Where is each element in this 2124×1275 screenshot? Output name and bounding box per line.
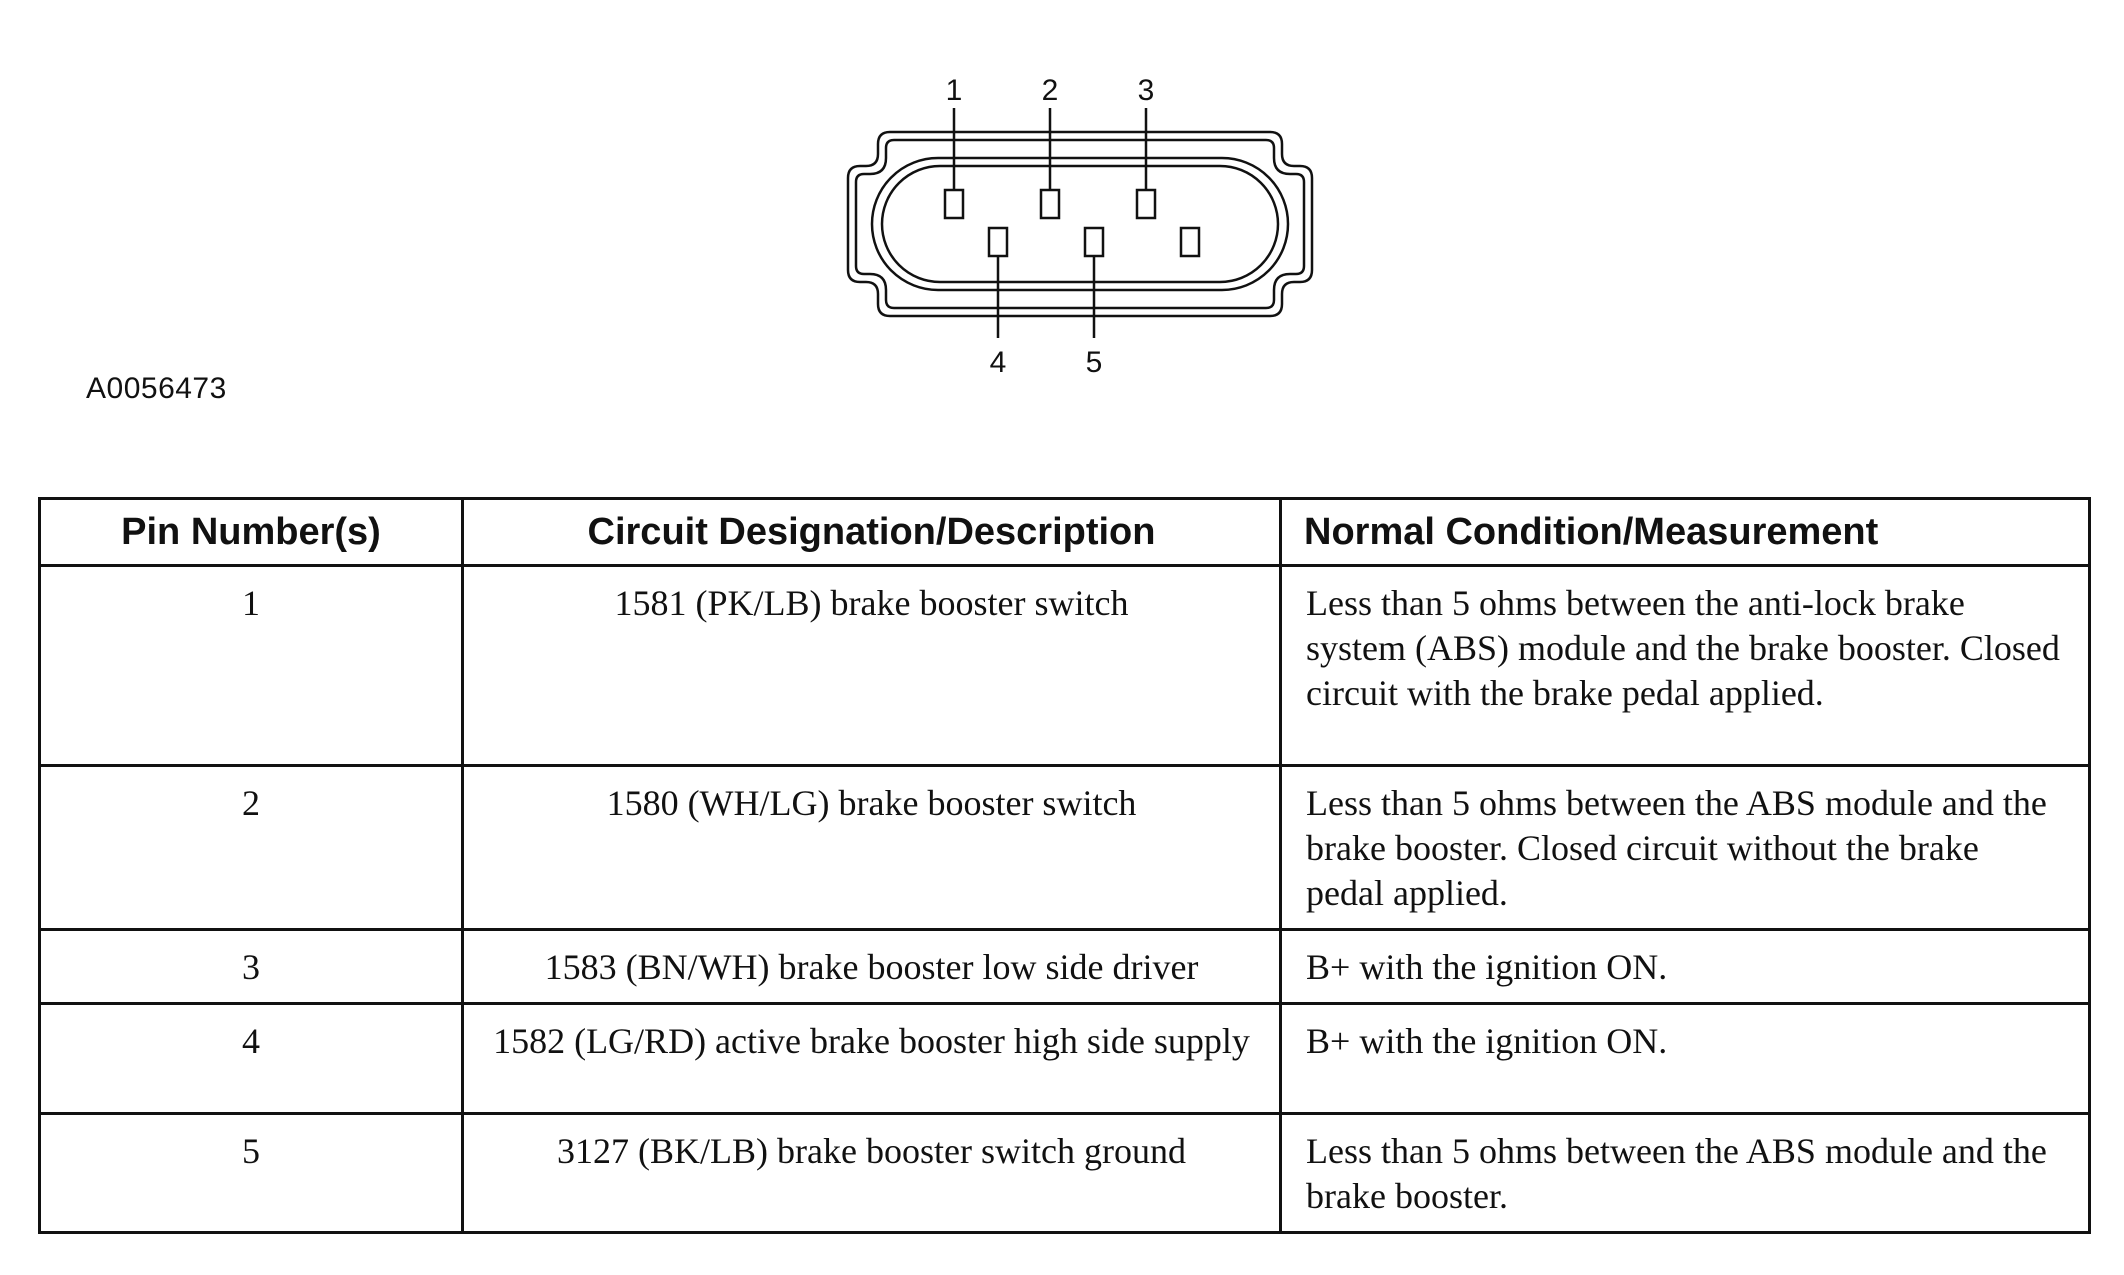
pin-label-2: 2 (1042, 74, 1059, 107)
pin-table: Pin Number(s) Circuit Designation/Descri… (38, 497, 2091, 1234)
condition-cell: Less than 5 ohms between the ABS module … (1279, 764, 2091, 931)
connector-face-inner (880, 164, 1280, 284)
connector-diagram: 1 2 3 4 5 (846, 74, 1314, 379)
circuit-cell: 1583 (BN/WH) brake booster low side driv… (461, 928, 1282, 1005)
connector-face-outer (870, 156, 1290, 292)
circuit-cell: 1580 (WH/LG) brake booster switch (461, 764, 1282, 931)
connector-housing-inner (854, 138, 1306, 310)
pin-label-5: 5 (1086, 346, 1103, 379)
terminal-5 (1083, 226, 1105, 258)
condition-cell: Less than 5 ohms between the anti-lock b… (1279, 564, 2091, 767)
table-row: 2 1580 (WH/LG) brake booster switch Less… (38, 764, 2091, 931)
condition-cell: B+ with the ignition ON. (1279, 1002, 2091, 1115)
circuit-cell: 3127 (BK/LB) brake booster switch ground (461, 1112, 1282, 1234)
pin-cell: 4 (38, 1002, 464, 1115)
table-row: 4 1582 (LG/RD) active brake booster high… (38, 1002, 2091, 1115)
table-row: 3 1583 (BN/WH) brake booster low side dr… (38, 928, 2091, 1005)
pin-label-3: 3 (1138, 74, 1155, 107)
pin-cell: 5 (38, 1112, 464, 1234)
table-row: 1 1581 (PK/LB) brake booster switch Less… (38, 564, 2091, 767)
pin-label-1: 1 (946, 74, 963, 107)
terminal-4 (987, 226, 1009, 258)
terminal-2 (1039, 188, 1061, 220)
terminal-1 (943, 188, 965, 220)
condition-cell: B+ with the ignition ON. (1279, 928, 2091, 1005)
circuit-cell: 1582 (LG/RD) active brake booster high s… (461, 1002, 1282, 1115)
table-row: 5 3127 (BK/LB) brake booster switch grou… (38, 1112, 2091, 1234)
pin-cell: 2 (38, 764, 464, 931)
condition-cell: Less than 5 ohms between the ABS module … (1279, 1112, 2091, 1234)
figure-id: A0056473 (86, 372, 227, 405)
terminal-3 (1135, 188, 1157, 220)
circuit-cell: 1581 (PK/LB) brake booster switch (461, 564, 1282, 767)
header-pin-number: Pin Number(s) (38, 497, 464, 567)
pin-label-4: 4 (990, 346, 1007, 379)
connector-housing-outer (846, 130, 1314, 318)
terminal-6 (1179, 226, 1201, 258)
header-circuit: Circuit Designation/Description (461, 497, 1282, 567)
pin-cell: 1 (38, 564, 464, 767)
pin-cell: 3 (38, 928, 464, 1005)
header-normal-condition: Normal Condition/Measurement (1279, 497, 2091, 567)
table-header-row: Pin Number(s) Circuit Designation/Descri… (38, 497, 2091, 567)
